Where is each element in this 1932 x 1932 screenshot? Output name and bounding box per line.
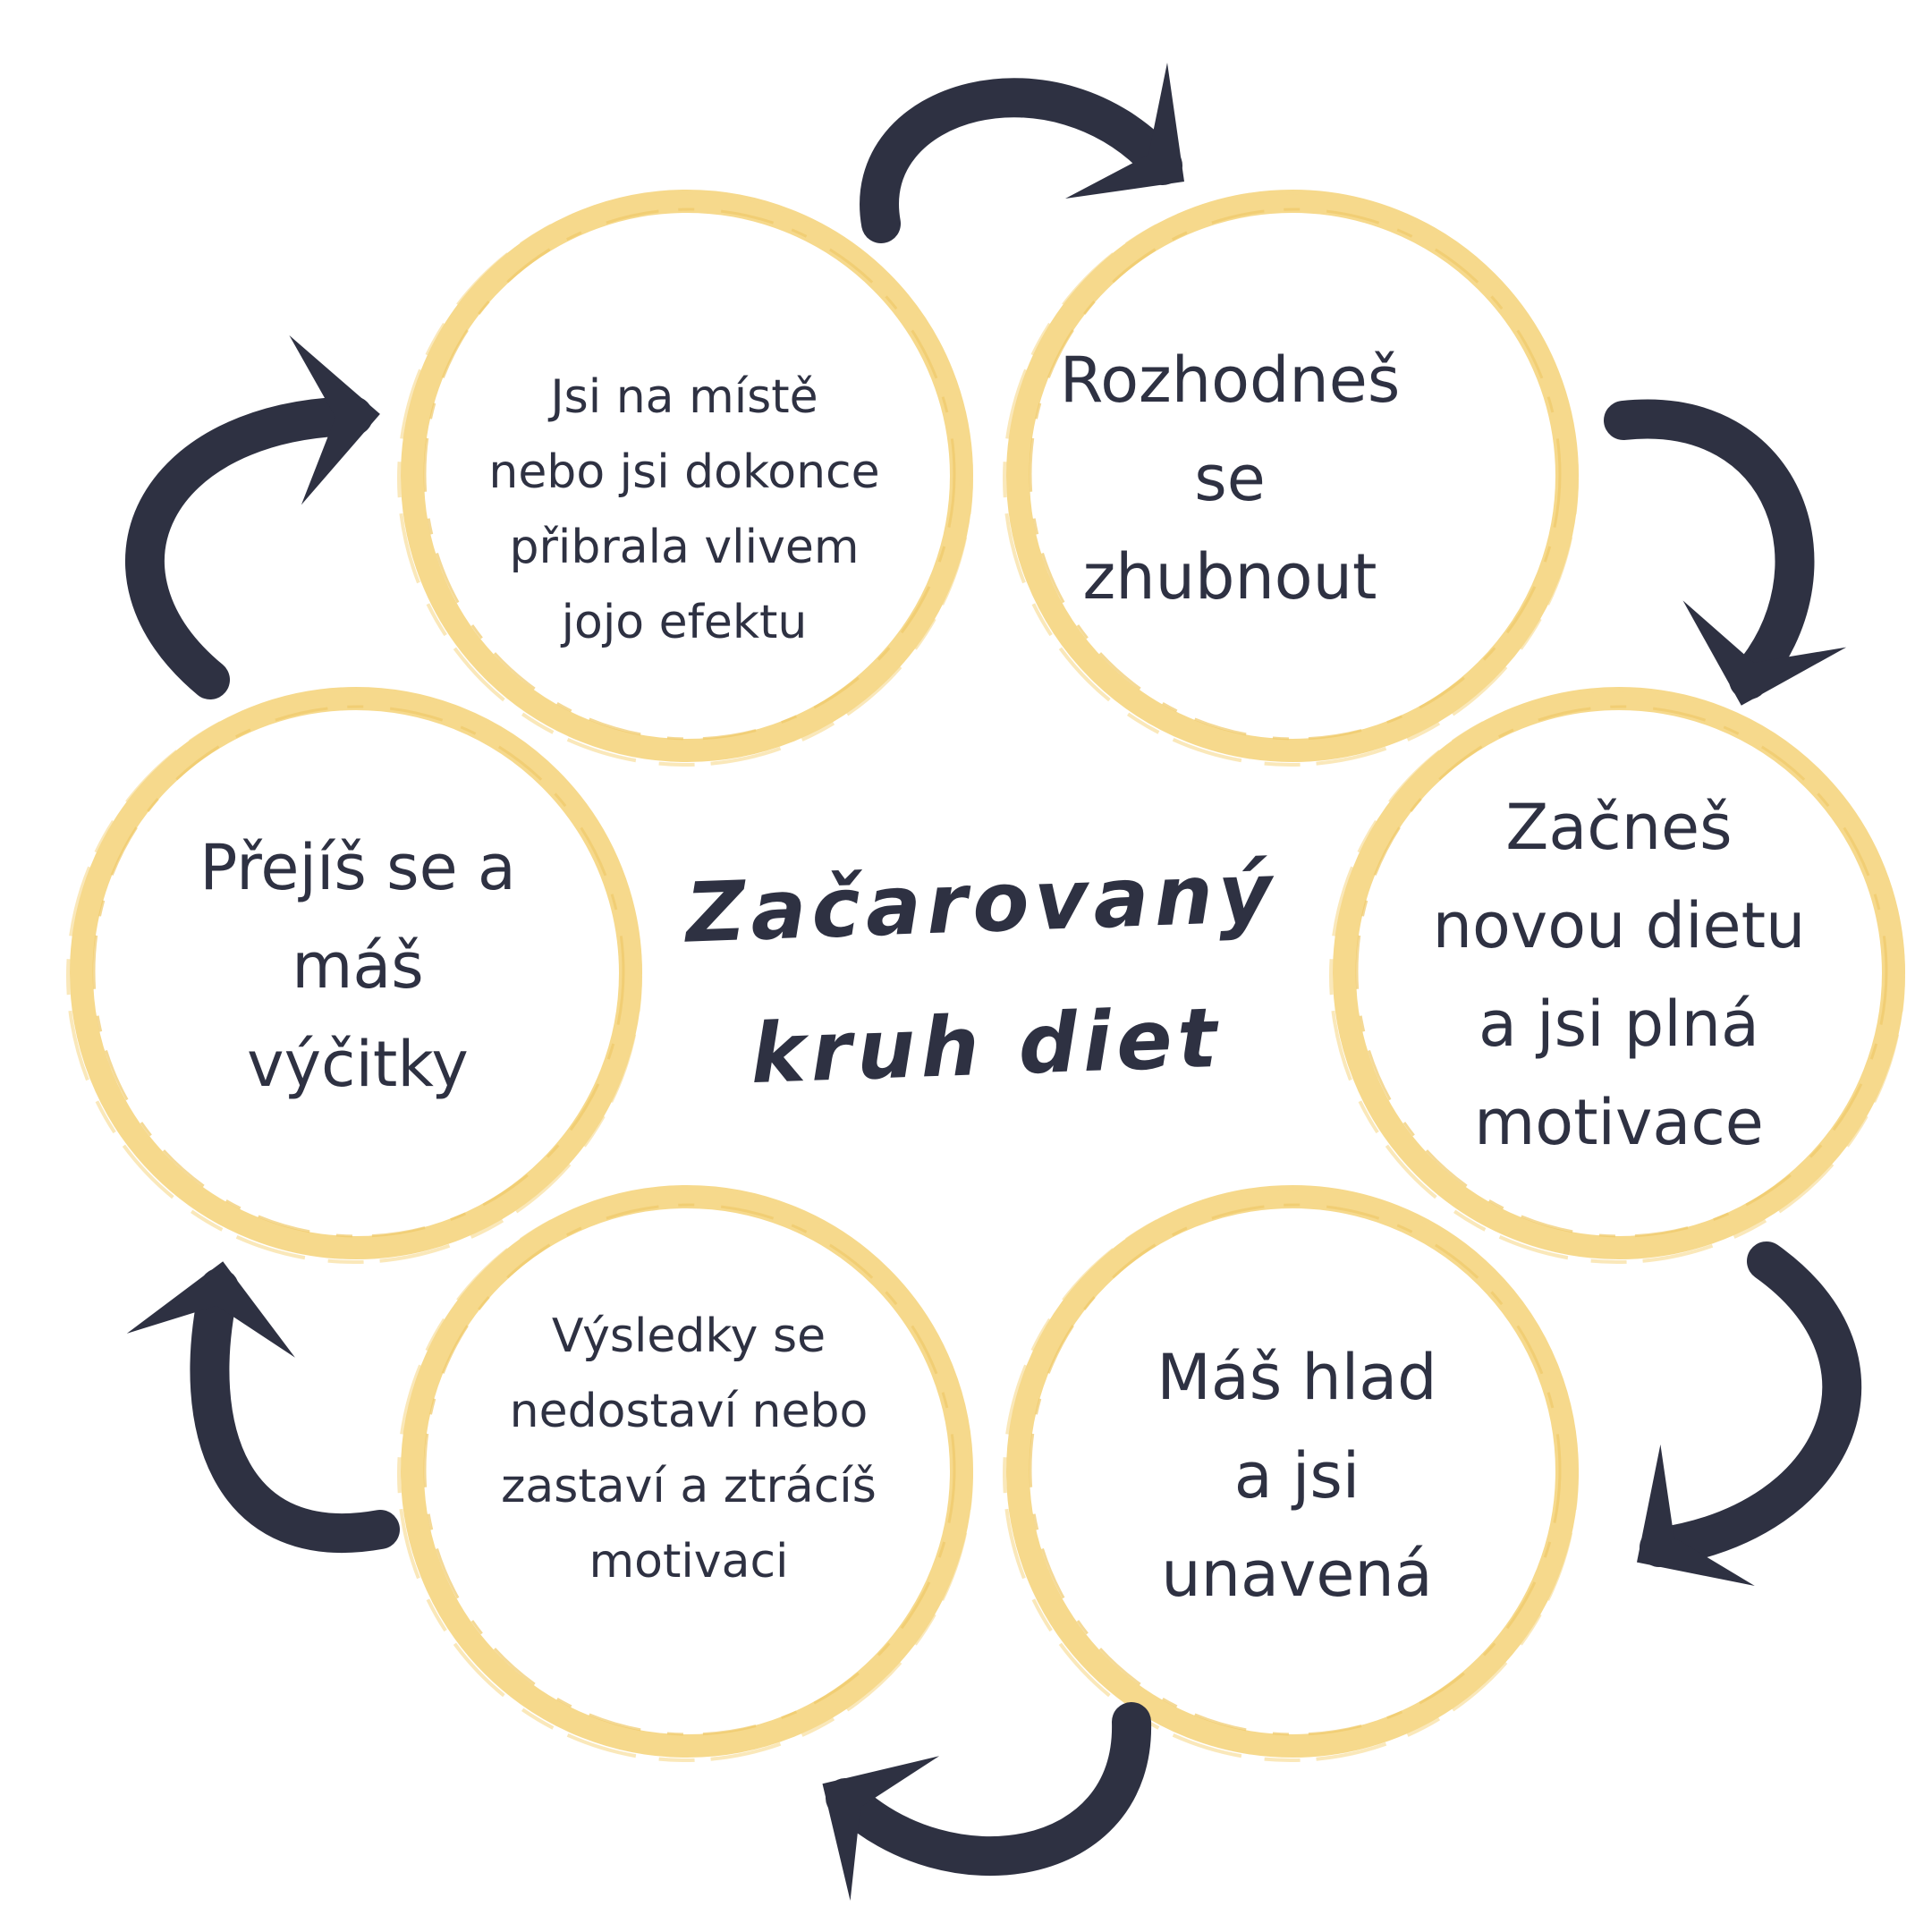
arrow-to-results-head: [822, 1756, 940, 1901]
arrows-layer: [125, 63, 1862, 1901]
step-decide: Rozhodneš se zhubnout: [1051, 237, 1409, 720]
arrow-to-results: [822, 1702, 1152, 1901]
ring-decide: [1003, 190, 1579, 767]
step-start-diet-text: Začneš novou dietu a jsi plná motivace: [1432, 791, 1806, 1159]
arrow-to-hunger-head: [1637, 1444, 1755, 1586]
arrow-to-same-place: [125, 335, 380, 699]
diagram-title: Začarovaný kruh diet: [640, 820, 1329, 1130]
ring-overeat: [66, 687, 642, 1264]
arrow-to-hunger: [1637, 1241, 1862, 1586]
arrow-to-decide: [860, 63, 1184, 243]
arrow-to-overeat-head: [126, 1261, 295, 1358]
step-hunger: Máš hlad a jsi unavená: [1055, 1252, 1538, 1699]
diagram-title-line1: Začarovaný: [683, 844, 1279, 962]
ring-results: [397, 1185, 973, 1762]
arrow-to-start-diet-head: [1682, 600, 1847, 706]
step-overeat-text: Přejíš se a máš výčitky: [199, 831, 516, 1101]
step-results-text: Výsledky se nedostaví nebo zastaví a ztr…: [501, 1309, 877, 1589]
step-same-place: Jsi na místě nebo jsi dokonce přibrala v…: [420, 331, 948, 689]
rings-layer: [66, 190, 1905, 1762]
step-hunger-text: Máš hlad a jsi unavená: [1157, 1341, 1437, 1611]
step-decide-text: Rozhodneš se zhubnout: [1059, 343, 1401, 614]
arrow-to-start-diet: [1604, 399, 1847, 706]
arrow-to-decide-head: [1065, 63, 1184, 199]
ring-hunger: [1003, 1185, 1579, 1762]
ring-same-place: [397, 190, 973, 767]
step-same-place-text: Jsi na místě nebo jsi dokonce přibrala v…: [488, 370, 880, 649]
step-results: Výsledky se nedostaví nebo zastaví a ztr…: [438, 1270, 939, 1628]
ring-start-diet: [1329, 687, 1905, 1264]
step-overeat: Přejíš se a máš výčitky: [125, 751, 590, 1181]
step-start-diet: Začneš novou dietu a jsi plná motivace: [1377, 724, 1860, 1225]
arrow-to-same-place-head: [289, 335, 380, 505]
diagram-title-line2: kruh diet: [749, 989, 1224, 1103]
arrow-to-overeat: [126, 1261, 400, 1554]
